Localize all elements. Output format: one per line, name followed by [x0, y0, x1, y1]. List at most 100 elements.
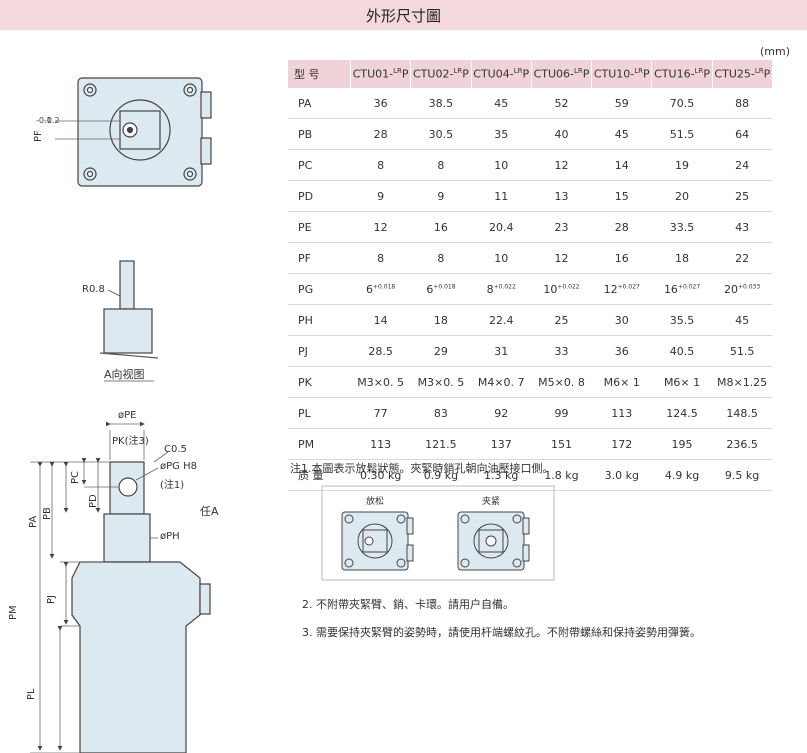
table-cell: 38.5	[410, 88, 472, 119]
table-cell: 8	[410, 242, 472, 274]
table-cell: 12+0.027	[591, 273, 652, 305]
table-cell: 31	[471, 335, 532, 367]
table-cell: 30	[591, 304, 652, 336]
pe-label: øPE	[118, 410, 137, 421]
table-cell: 36	[350, 88, 411, 119]
table-cell: 28	[350, 118, 411, 150]
table-cell: M3×0. 5	[350, 366, 411, 398]
pg-label: øPG H8	[160, 461, 197, 472]
pf-label: PF	[33, 130, 44, 142]
table-cell: 25	[712, 180, 772, 212]
pl-label: PL	[26, 688, 37, 700]
table-cell: M3×0. 5	[410, 366, 472, 398]
header-cell: CTU16-LRP	[651, 60, 713, 88]
pb-label: PB	[42, 507, 53, 520]
table-cell: 124.5	[651, 397, 713, 429]
header-cell: CTU04-LRP	[470, 60, 532, 88]
table-cell: 35.5	[651, 304, 713, 336]
row-label-cell: PK	[288, 366, 351, 398]
table-cell: M6× 1	[651, 366, 713, 398]
row-label-cell: PG	[288, 273, 351, 305]
table-cell: 10	[471, 149, 532, 181]
table-cell: 14	[591, 149, 652, 181]
table-cell: 13	[531, 180, 592, 212]
table-cell: 29	[410, 335, 472, 367]
pg-tolerance: +0.027	[677, 282, 701, 290]
table-cell: 24	[712, 149, 772, 181]
table-cell: 137	[471, 428, 532, 460]
header-cell: CTU10-LRP	[591, 60, 652, 88]
header-cell: CTU01-LRP	[349, 60, 411, 88]
pg-tolerance: +0.022	[557, 282, 580, 290]
c05-label: C0.5	[164, 444, 187, 455]
table-cell: 92	[471, 397, 532, 429]
table-cell: 64	[712, 118, 772, 150]
pa-label: PA	[28, 515, 39, 528]
header-cell: CTU25-LRP	[711, 60, 772, 88]
table-cell: M4×0. 7	[471, 366, 532, 398]
ph-label: øPH	[160, 531, 180, 542]
table-cell: 3.0 kg	[591, 459, 652, 491]
note-1: 注1.本圖表示放鬆狀態。夾緊時銷孔朝向油壓接口側。	[290, 462, 554, 475]
pd-label: PD	[88, 494, 99, 508]
table-cell: 33	[531, 335, 592, 367]
table-cell: 45	[471, 88, 532, 119]
row-label-cell: PC	[288, 149, 351, 181]
table-cell: 28	[591, 211, 652, 243]
main-side-view-drawing	[71, 461, 211, 753]
table-cell: 113	[350, 428, 411, 460]
table-cell: 22.4	[471, 304, 532, 336]
table-cell: M6× 1	[591, 366, 652, 398]
row-label-cell: PF	[288, 242, 351, 274]
table-cell: 19	[651, 149, 713, 181]
table-cell: M5×0. 8	[531, 366, 592, 398]
table-cell: 20	[651, 180, 713, 212]
pj-label: PJ	[46, 595, 57, 604]
pg-tolerance: +0.033	[737, 282, 761, 290]
table-cell: 148.5	[712, 397, 772, 429]
top-view-drawing	[77, 77, 212, 187]
table-cell: 18	[651, 242, 713, 274]
table-cell: 12	[531, 242, 592, 274]
table-cell: 16+0.027	[651, 273, 713, 305]
clamp-state-drawing	[457, 511, 530, 571]
table-cell: 77	[350, 397, 411, 429]
table-cell: 6+0.018	[350, 273, 411, 305]
table-cell: 8	[350, 149, 411, 181]
table-cell: 22	[712, 242, 772, 274]
row-label-cell: PE	[288, 211, 351, 243]
pf-tol-top: -0.1	[36, 116, 52, 125]
table-cell: 113	[591, 397, 652, 429]
release-state-drawing	[341, 511, 414, 571]
table-cell: 14	[350, 304, 411, 336]
clamp-label: 夹紧	[482, 497, 501, 507]
row-label-cell: PM	[288, 428, 351, 460]
note-2: 2. 不附帶夾緊臂、銷、卡環。請用户自備。	[302, 598, 514, 611]
table-cell: 36	[591, 335, 652, 367]
table-cell: 6+0.018	[410, 273, 472, 305]
page-title: 外形尺寸圖	[365, 7, 441, 25]
table-cell: 83	[410, 397, 472, 429]
table-cell: 40	[531, 118, 592, 150]
table-cell: 88	[712, 88, 772, 119]
title-bar: 外形尺寸圖	[0, 0, 807, 30]
table-cell: 59	[591, 88, 652, 119]
pk-label: PK(注3)	[112, 436, 149, 447]
note-3: 3. 需要保持夾緊臂的姿勢時，請使用杆端螺紋孔。不附帶螺絲和保持姿勢用彈簧。	[302, 626, 701, 639]
pg-tolerance: +0.022	[493, 282, 516, 290]
table-cell: 10+0.022	[531, 273, 592, 305]
table-cell: 16	[410, 211, 472, 243]
table-cell: 70.5	[651, 88, 713, 119]
table-cell: 12	[350, 211, 411, 243]
table-cell: 99	[531, 397, 592, 429]
table-cell: 35	[471, 118, 532, 150]
ren-a-label: 任A	[200, 505, 219, 518]
table-cell: 1.8 kg	[531, 459, 592, 491]
